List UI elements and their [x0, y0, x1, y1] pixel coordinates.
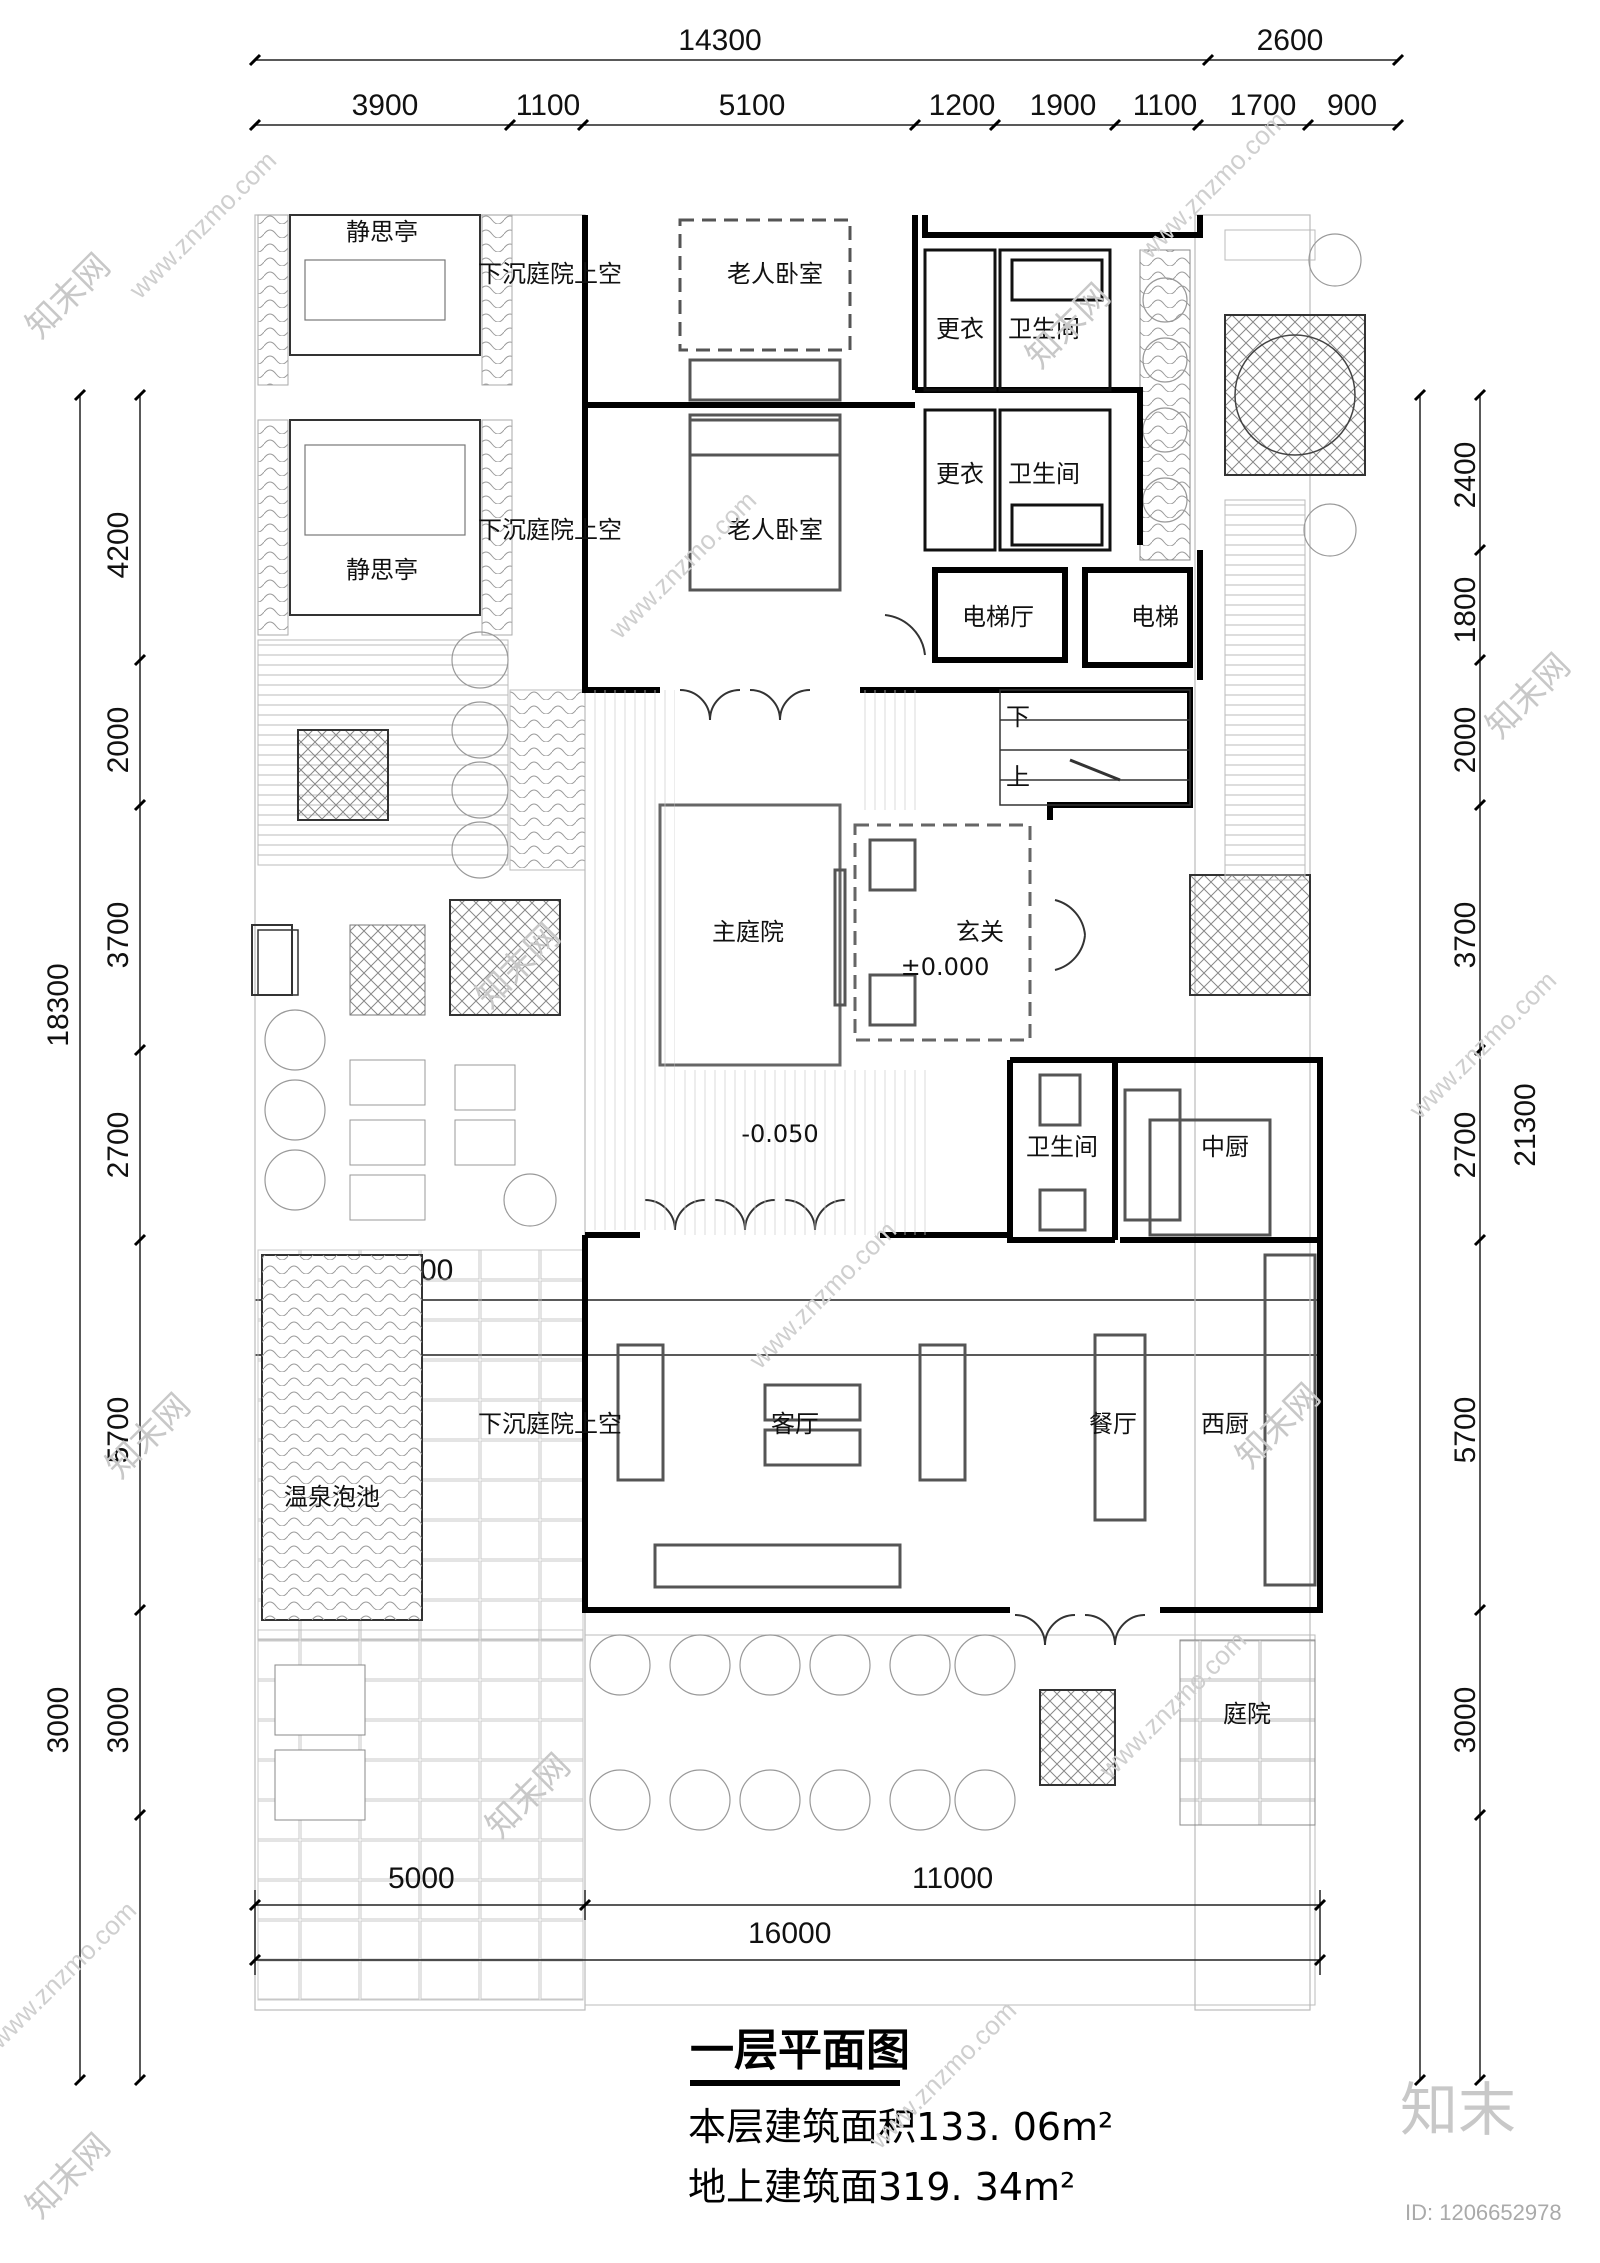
- dim-top-overall-2: 2600: [1257, 24, 1324, 57]
- label-bath-2: 卫生间: [1008, 460, 1080, 488]
- image-id: ID: 1206652978: [1405, 2200, 1562, 2225]
- label-elder-bedroom-top: 老人卧室: [727, 260, 823, 288]
- label-sunken-top: 下沉庭院上空: [478, 260, 622, 288]
- dim-right-seg-2: 1800: [1449, 577, 1482, 644]
- label-sunken-low: 下沉庭院上空: [478, 1410, 622, 1438]
- floor-area: 本层建筑面积133. 06m²: [688, 2105, 1113, 2149]
- dim-top-seg-8: 900: [1327, 89, 1377, 122]
- deck-hatch-south: [680, 1070, 930, 1235]
- label-dressing-top: 更衣: [936, 315, 984, 343]
- drawing-title: 一层平面图: [690, 2025, 910, 2076]
- watermark-site-2: www.znzmo.com: [1132, 105, 1292, 265]
- room-labels: 静思亭 下沉庭院上空 老人卧室 更衣 卫生间 更衣 卫生间 下沉庭院上空 老人卧…: [284, 218, 1271, 1728]
- deck-hatch-north: [860, 690, 920, 810]
- watermark-brand-8: 知末网: [18, 2126, 118, 2226]
- label-foyer-level: ±0.000: [901, 953, 990, 981]
- label-hot-spring: 温泉泡池: [284, 1483, 380, 1511]
- dimension-ticks: [73, 53, 1487, 2087]
- label-main-courtyard: 主庭院: [712, 918, 784, 946]
- dim-left-seg-4: 2700: [102, 1112, 135, 1179]
- label-bath-3: 卫生间: [1026, 1133, 1098, 1161]
- dim-top-seg-1: 3900: [352, 89, 419, 122]
- dim-top-seg-6: 1100: [1133, 89, 1198, 122]
- watermark-site-5: www.znzmo.com: [742, 1215, 902, 1375]
- watermark-site-3: www.znzmo.com: [602, 485, 762, 645]
- label-living-room: 客厅: [771, 1410, 819, 1438]
- label-elevator-hall: 电梯厅: [962, 603, 1034, 631]
- above-ground-area: 地上建筑面319. 34m²: [688, 2165, 1075, 2209]
- dim-right-overall: 21300: [1509, 1083, 1542, 1166]
- dim-left-seg-bottom: 3000: [42, 1687, 75, 1754]
- dim-right-seg-4: 3700: [1449, 902, 1482, 969]
- label-pavilion-top: 静思亭: [346, 218, 418, 246]
- interior-partitions: [616, 218, 1317, 1589]
- label-courtyard: 庭院: [1223, 1700, 1271, 1728]
- watermark-logo: 知末: [1400, 2076, 1516, 2144]
- dim-top-seg-3: 5100: [719, 89, 786, 122]
- label-level-low: -0.050: [741, 1120, 818, 1148]
- deck-hatch-west: [590, 690, 675, 1230]
- watermark-brand-1: 知末网: [18, 246, 118, 346]
- dim-left-seg-5: 5700: [102, 1397, 135, 1464]
- dim-top-overall-1: 14300: [678, 24, 761, 57]
- label-pavilion-mid: 静思亭: [346, 556, 418, 584]
- dim-right-seg-5: 2700: [1449, 1112, 1482, 1179]
- dim-left-overall: 18300: [42, 963, 75, 1046]
- dim-right-seg-6: 5700: [1449, 1397, 1482, 1464]
- dim-top-seg-2: 1100: [516, 89, 581, 122]
- dim-top-seg-5: 1900: [1030, 89, 1097, 122]
- site-landscape: [251, 214, 1366, 2011]
- dim-left-seg-1: 4200: [102, 512, 135, 579]
- label-elevator: 电梯: [1131, 603, 1179, 631]
- dim-left-seg-6: 3000: [102, 1687, 135, 1754]
- label-stair-up: 上: [1006, 763, 1030, 791]
- label-elder-bedroom-2: 老人卧室: [727, 516, 823, 544]
- dim-right-seg-7: 3000: [1449, 1687, 1482, 1754]
- label-western-kitchen: 西厨: [1201, 1410, 1249, 1438]
- dim-right-seg-3: 2000: [1449, 707, 1482, 774]
- label-stair-down: 下: [1006, 703, 1030, 731]
- stair: [999, 689, 1191, 806]
- dim-top-seg-7: 1700: [1230, 89, 1297, 122]
- label-bath-top: 卫生间: [1008, 315, 1080, 343]
- dim-right-seg-1: 2400: [1449, 442, 1482, 509]
- label-dressing-2: 更衣: [936, 460, 984, 488]
- title-block: 一层平面图 本层建筑面积133. 06m² 地上建筑面319. 34m²: [688, 2025, 1113, 2209]
- dim-top-seg-4: 1200: [929, 89, 996, 122]
- dim-left-seg-2: 2000: [102, 707, 135, 774]
- watermark-brand-3: 知末网: [1478, 646, 1578, 746]
- label-sunken-mid: 下沉庭院上空: [478, 516, 622, 544]
- label-chinese-kitchen: 中厨: [1201, 1133, 1249, 1161]
- dim-left-seg-3: 3700: [102, 902, 135, 969]
- label-dining-room: 餐厅: [1089, 1410, 1137, 1438]
- watermark-site-6: www.znzmo.com: [0, 1895, 142, 2055]
- label-foyer: 玄关: [956, 918, 1004, 946]
